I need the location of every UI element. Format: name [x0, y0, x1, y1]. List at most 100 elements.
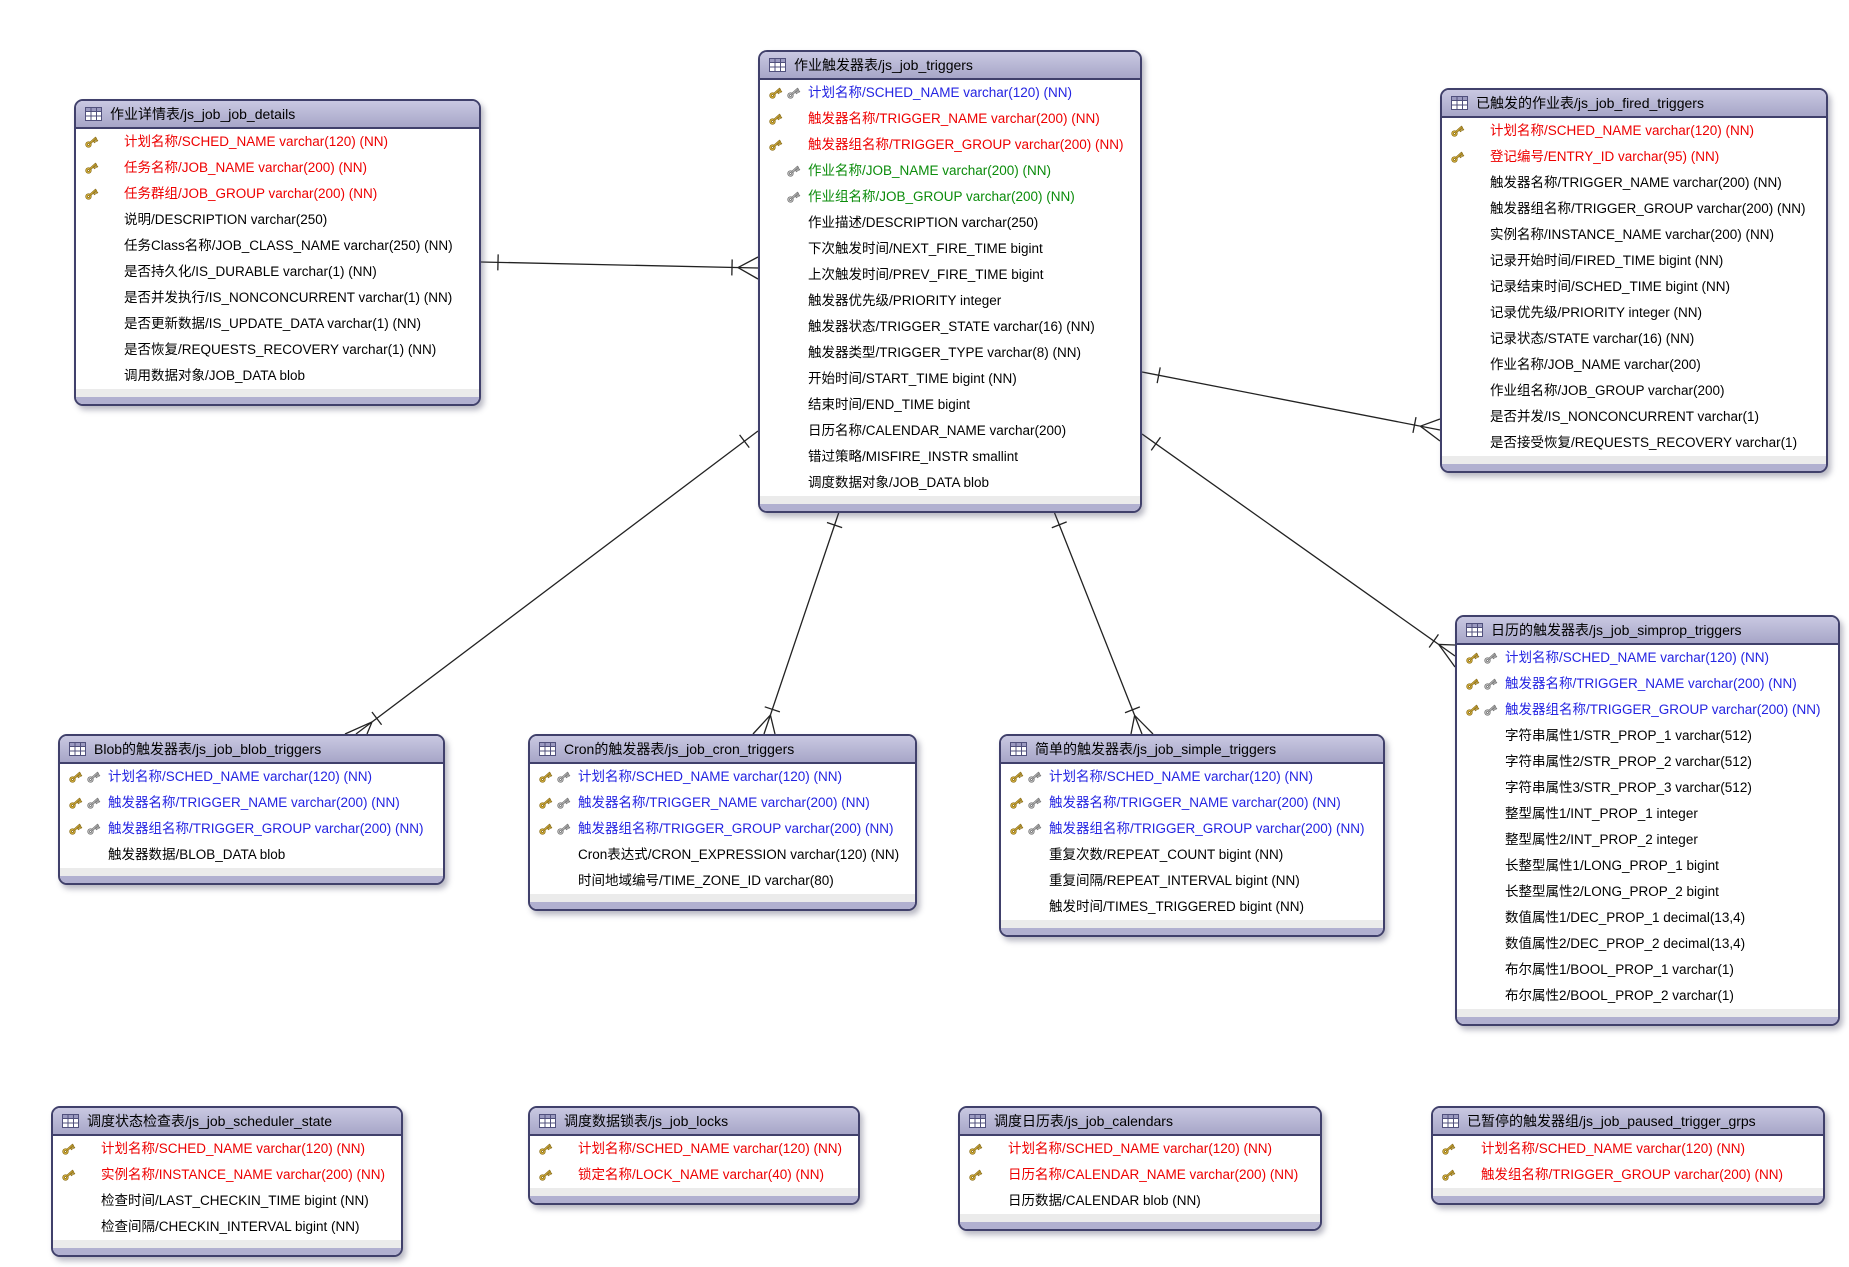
field-row[interactable]: Cron表达式/CRON_EXPRESSION varchar(120) (NN…: [530, 842, 915, 868]
field-row[interactable]: 触发器数据/BLOB_DATA blob: [60, 842, 443, 868]
field-row[interactable]: 任务名称/JOB_NAME varchar(200) (NN): [76, 155, 479, 181]
field-row[interactable]: 日历名称/CALENDAR_NAME varchar(200): [760, 418, 1140, 444]
relation-triggers-to-simple-triggers[interactable]: [1051, 508, 1154, 735]
field-row[interactable]: 是否恢复/REQUESTS_RECOVERY varchar(1) (NN): [76, 337, 479, 363]
field-row[interactable]: 长整型属性1/LONG_PROP_1 bigint: [1457, 853, 1838, 879]
field-row[interactable]: 触发器名称/TRIGGER_NAME varchar(200) (NN): [1001, 790, 1383, 816]
field-row[interactable]: 触发器优先级/PRIORITY integer: [760, 288, 1140, 314]
field-row[interactable]: 触发器名称/TRIGGER_NAME varchar(200) (NN): [60, 790, 443, 816]
relation-triggers-to-cron-triggers[interactable]: [752, 508, 843, 735]
table-header[interactable]: 已触发的作业表/js_job_fired_triggers: [1442, 90, 1826, 118]
field-row[interactable]: 说明/DESCRIPTION varchar(250): [76, 207, 479, 233]
field-row[interactable]: 触发器组名称/TRIGGER_GROUP varchar(200) (NN): [60, 816, 443, 842]
field-row[interactable]: 布尔属性2/BOOL_PROP_2 varchar(1): [1457, 983, 1838, 1009]
field-row[interactable]: 时间地域编号/TIME_ZONE_ID varchar(80): [530, 868, 915, 894]
field-row[interactable]: 触发器组名称/TRIGGER_GROUP varchar(200) (NN): [1457, 697, 1838, 723]
field-row[interactable]: 触发时间/TIMES_TRIGGERED bigint (NN): [1001, 894, 1383, 920]
relation-job-details-to-triggers[interactable]: [480, 254, 759, 280]
table-header[interactable]: 日历的触发器表/js_job_simprop_triggers: [1457, 617, 1838, 645]
field-row[interactable]: 计划名称/SCHED_NAME varchar(120) (NN): [60, 764, 443, 790]
field-row[interactable]: 字符串属性2/STR_PROP_2 varchar(512): [1457, 749, 1838, 775]
field-row[interactable]: 计划名称/SCHED_NAME varchar(120) (NN): [1433, 1136, 1823, 1162]
field-row[interactable]: 触发器名称/TRIGGER_NAME varchar(200) (NN): [1442, 170, 1826, 196]
field-row[interactable]: 检查时间/LAST_CHECKIN_TIME bigint (NN): [53, 1188, 401, 1214]
field-row[interactable]: 触发器名称/TRIGGER_NAME varchar(200) (NN): [530, 790, 915, 816]
field-row[interactable]: 计划名称/SCHED_NAME varchar(120) (NN): [1457, 645, 1838, 671]
field-row[interactable]: 记录优先级/PRIORITY integer (NN): [1442, 300, 1826, 326]
field-row[interactable]: 开始时间/START_TIME bigint (NN): [760, 366, 1140, 392]
field-row[interactable]: 作业名称/JOB_NAME varchar(200): [1442, 352, 1826, 378]
field-row[interactable]: 结束时间/END_TIME bigint: [760, 392, 1140, 418]
field-row[interactable]: 计划名称/SCHED_NAME varchar(120) (NN): [53, 1136, 401, 1162]
table-header[interactable]: 调度状态检查表/js_job_scheduler_state: [53, 1108, 401, 1136]
field-row[interactable]: 触发器组名称/TRIGGER_GROUP varchar(200) (NN): [1442, 196, 1826, 222]
field-row[interactable]: 日历名称/CALENDAR_NAME varchar(200) (NN): [960, 1162, 1320, 1188]
field-row[interactable]: 整型属性2/INT_PROP_2 integer: [1457, 827, 1838, 853]
field-row[interactable]: 计划名称/SCHED_NAME varchar(120) (NN): [760, 80, 1140, 106]
field-row[interactable]: 触发器类型/TRIGGER_TYPE varchar(8) (NN): [760, 340, 1140, 366]
field-row[interactable]: 计划名称/SCHED_NAME varchar(120) (NN): [530, 1136, 858, 1162]
table-header[interactable]: Blob的触发器表/js_job_blob_triggers: [60, 736, 443, 764]
relation-triggers-to-fired-triggers[interactable]: [1141, 367, 1441, 442]
field-row[interactable]: 错过策略/MISFIRE_INSTR smallint: [760, 444, 1140, 470]
field-row[interactable]: 日历数据/CALENDAR blob (NN): [960, 1188, 1320, 1214]
table-header[interactable]: 作业触发器表/js_job_triggers: [760, 52, 1140, 80]
field-row[interactable]: 字符串属性1/STR_PROP_1 varchar(512): [1457, 723, 1838, 749]
field-row[interactable]: 计划名称/SCHED_NAME varchar(120) (NN): [1001, 764, 1383, 790]
field-row[interactable]: 重复间隔/REPEAT_INTERVAL bigint (NN): [1001, 868, 1383, 894]
field-row[interactable]: 长整型属性2/LONG_PROP_2 bigint: [1457, 879, 1838, 905]
field-row[interactable]: 调用数据对象/JOB_DATA blob: [76, 363, 479, 389]
table-header[interactable]: Cron的触发器表/js_job_cron_triggers: [530, 736, 915, 764]
field-row[interactable]: 作业组名称/JOB_GROUP varchar(200) (NN): [760, 184, 1140, 210]
field-row[interactable]: 下次触发时间/NEXT_FIRE_TIME bigint: [760, 236, 1140, 262]
field-row[interactable]: 实例名称/INSTANCE_NAME varchar(200) (NN): [53, 1162, 401, 1188]
field-row[interactable]: 是否并发执行/IS_NONCONCURRENT varchar(1) (NN): [76, 285, 479, 311]
field-row[interactable]: 是否并发/IS_NONCONCURRENT varchar(1): [1442, 404, 1826, 430]
relation-triggers-to-blob-triggers[interactable]: [344, 430, 759, 735]
field-row[interactable]: 触发器组名称/TRIGGER_GROUP varchar(200) (NN): [760, 132, 1140, 158]
field-row[interactable]: 作业组名称/JOB_GROUP varchar(200): [1442, 378, 1826, 404]
field-row[interactable]: 重复次数/REPEAT_COUNT bigint (NN): [1001, 842, 1383, 868]
field-row[interactable]: 是否接受恢复/REQUESTS_RECOVERY varchar(1): [1442, 430, 1826, 456]
field-row[interactable]: 整型属性1/INT_PROP_1 integer: [1457, 801, 1838, 827]
field-row[interactable]: 触发组名称/TRIGGER_GROUP varchar(200) (NN): [1433, 1162, 1823, 1188]
field-row[interactable]: 布尔属性1/BOOL_PROP_1 varchar(1): [1457, 957, 1838, 983]
field-row[interactable]: 触发器组名称/TRIGGER_GROUP varchar(200) (NN): [530, 816, 915, 842]
field-row[interactable]: 触发器名称/TRIGGER_NAME varchar(200) (NN): [1457, 671, 1838, 697]
field-row[interactable]: 记录开始时间/FIRED_TIME bigint (NN): [1442, 248, 1826, 274]
field-row[interactable]: 登记编号/ENTRY_ID varchar(95) (NN): [1442, 144, 1826, 170]
field-row[interactable]: 计划名称/SCHED_NAME varchar(120) (NN): [530, 764, 915, 790]
field-row[interactable]: 是否持久化/IS_DURABLE varchar(1) (NN): [76, 259, 479, 285]
field-row[interactable]: 触发器状态/TRIGGER_STATE varchar(16) (NN): [760, 314, 1140, 340]
table-header[interactable]: 已暂停的触发器组/js_job_paused_trigger_grps: [1433, 1108, 1823, 1136]
table-header[interactable]: 作业详情表/js_job_job_details: [76, 101, 479, 129]
field-row[interactable]: 上次触发时间/PREV_FIRE_TIME bigint: [760, 262, 1140, 288]
field-row[interactable]: 计划名称/SCHED_NAME varchar(120) (NN): [76, 129, 479, 155]
field-row[interactable]: 作业名称/JOB_NAME varchar(200) (NN): [760, 158, 1140, 184]
relation-triggers-to-simprop-triggers[interactable]: [1141, 433, 1456, 668]
field-row[interactable]: 实例名称/INSTANCE_NAME varchar(200) (NN): [1442, 222, 1826, 248]
field-row[interactable]: 记录结束时间/SCHED_TIME bigint (NN): [1442, 274, 1826, 300]
field-row[interactable]: 计划名称/SCHED_NAME varchar(120) (NN): [1442, 118, 1826, 144]
field-row[interactable]: 数值属性1/DEC_PROP_1 decimal(13,4): [1457, 905, 1838, 931]
field-row[interactable]: 触发器组名称/TRIGGER_GROUP varchar(200) (NN): [1001, 816, 1383, 842]
table-header[interactable]: 调度数据锁表/js_job_locks: [530, 1108, 858, 1136]
field-row[interactable]: 作业描述/DESCRIPTION varchar(250): [760, 210, 1140, 236]
field-row[interactable]: 触发器名称/TRIGGER_NAME varchar(200) (NN): [760, 106, 1140, 132]
field-row[interactable]: 任务Class名称/JOB_CLASS_NAME varchar(250) (N…: [76, 233, 479, 259]
field-row[interactable]: 调度数据对象/JOB_DATA blob: [760, 470, 1140, 496]
field-row[interactable]: 字符串属性3/STR_PROP_3 varchar(512): [1457, 775, 1838, 801]
field-row[interactable]: 锁定名称/LOCK_NAME varchar(40) (NN): [530, 1162, 858, 1188]
table-header[interactable]: 调度日历表/js_job_calendars: [960, 1108, 1320, 1136]
